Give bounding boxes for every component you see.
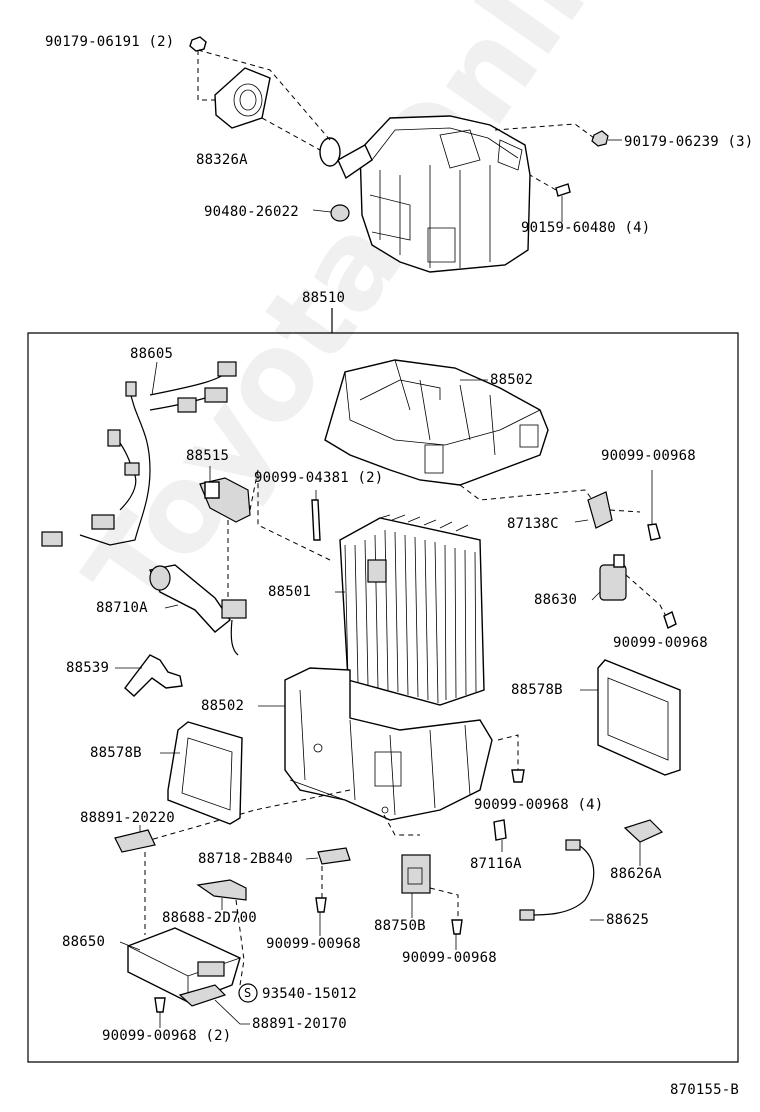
nut-icon — [189, 36, 207, 52]
label-87116A: 87116A — [470, 856, 522, 872]
label-90179-06191: 90179-06191 (2) — [45, 34, 175, 50]
hose-88710A-icon — [148, 564, 247, 656]
label-87138C: 87138C — [507, 516, 559, 532]
label-88326A: 88326A — [196, 152, 248, 168]
clip-87116A-icon — [493, 819, 507, 841]
wire-harness-icon — [41, 361, 237, 547]
label-88501: 88501 — [268, 584, 312, 600]
label-93540-15012: 93540-15012 — [262, 986, 357, 1002]
drain-tube-88539-icon — [124, 654, 183, 697]
bracket-88688-icon — [196, 879, 247, 901]
label-88626A: 88626A — [610, 866, 662, 882]
label-88502-lower: 88502 — [201, 698, 245, 714]
pad-88891-20220-icon — [114, 829, 156, 853]
amplifier-88650-icon — [127, 927, 241, 1003]
screw-icon-g — [154, 997, 166, 1013]
label-90099-04381: 90099-04381 (2) — [254, 470, 384, 486]
label-88718-2B840: 88718-2B840 — [198, 851, 293, 867]
lower-case-88502-icon — [284, 667, 493, 821]
label-88750B: 88750B — [374, 918, 426, 934]
label-88578B-left: 88578B — [90, 745, 142, 761]
screw-icon — [555, 183, 571, 197]
label-90099-00968-b: 90099-00968 — [613, 635, 708, 651]
screw-icon-f — [451, 919, 463, 935]
figure-code: 870155-B — [670, 1082, 740, 1098]
label-88539: 88539 — [66, 660, 110, 676]
nut-right-icon — [591, 130, 609, 147]
label-90179-06239: 90179-06239 (3) — [624, 134, 754, 150]
label-90099-00968-e: 90099-00968 — [402, 950, 497, 966]
bolt-icon — [311, 499, 321, 541]
seal-88578B-left-icon — [167, 721, 243, 825]
bracket-88718-icon — [317, 847, 351, 865]
evaporator-88501-icon — [339, 514, 485, 706]
label-88650: 88650 — [62, 934, 106, 950]
label-88891-20170: 88891-20170 — [252, 1016, 347, 1032]
label-88891-20220: 88891-20220 — [80, 810, 175, 826]
pressure-switch-88630-icon — [599, 554, 627, 601]
label-88515: 88515 — [186, 448, 230, 464]
label-88625: 88625 — [606, 912, 650, 928]
expansion-valve-88515-icon — [199, 477, 251, 523]
label-88510: 88510 — [302, 290, 346, 306]
screw-icon-e — [315, 897, 327, 913]
label-88688-2D700: 88688-2D700 — [162, 910, 257, 926]
label-90480-26022: 90480-26022 — [204, 204, 299, 220]
label-s-mark: S — [244, 986, 252, 1000]
sensor-88625-icon — [519, 839, 595, 921]
screw-icon-c — [663, 611, 677, 629]
grommet-icon — [330, 204, 350, 222]
switch-88750B-icon — [401, 854, 431, 894]
screw-icon-d — [511, 769, 525, 783]
label-90099-00968-f: 90099-00968 (2) — [102, 1028, 232, 1044]
upper-case-88502-icon — [324, 359, 549, 486]
thermistor-87138C-icon — [587, 491, 613, 529]
label-90099-00968-a: 90099-00968 — [601, 448, 696, 464]
label-88605: 88605 — [130, 346, 174, 362]
supplier-s-icon — [238, 983, 258, 1003]
label-90159-60480: 90159-60480 (4) — [521, 220, 651, 236]
seal-88326A-icon — [214, 67, 271, 129]
label-90099-00968-d: 90099-00968 — [266, 936, 361, 952]
pad-88891-20170-icon — [178, 984, 227, 1007]
label-88630: 88630 — [534, 592, 578, 608]
assembly-frame — [27, 332, 739, 1063]
label-90099-00968-c: 90099-00968 (4) — [474, 797, 604, 813]
blower-unit-icon — [319, 115, 531, 273]
sensor-88626A-icon — [623, 819, 664, 843]
label-88502-upper: 88502 — [490, 372, 534, 388]
seal-88578B-right-icon — [597, 659, 681, 776]
label-88578B-right: 88578B — [511, 682, 563, 698]
screw-icon-b — [647, 523, 661, 541]
label-88710A: 88710A — [96, 600, 148, 616]
